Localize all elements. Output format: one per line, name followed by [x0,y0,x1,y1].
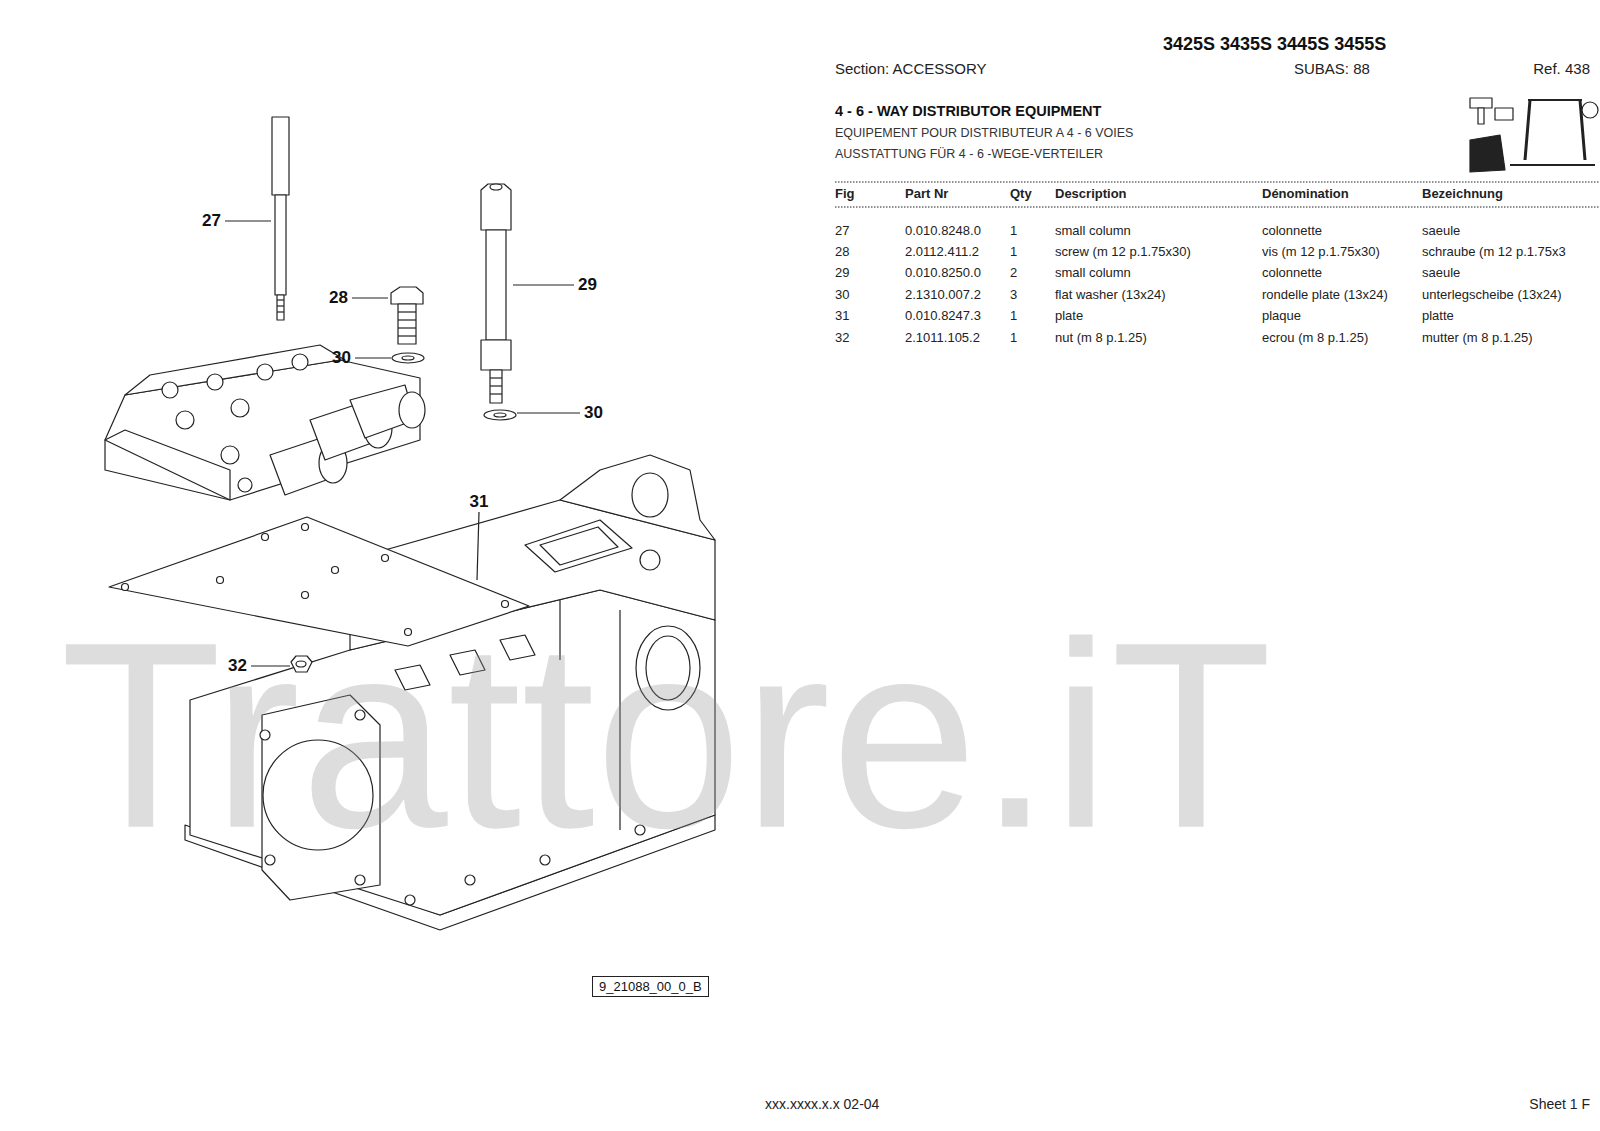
reference-text: Ref. 438 [1533,60,1590,77]
table-cell: unterlegscheibe (13x24) [1422,288,1561,303]
table-header: Dénomination [1262,187,1349,202]
table-cell: small column [1055,224,1131,239]
callout-number: 30 [584,403,603,423]
table-cell: 3 [1010,288,1017,303]
table-cell: platte [1422,309,1454,324]
callout-number: 30 [332,348,351,368]
table-cell: 2.1011.105.2 [905,331,980,346]
table-cell: 1 [1010,309,1017,324]
table-cell: mutter (m 8 p.1.25) [1422,331,1533,346]
table-header: Description [1055,187,1127,202]
table-cell: 0.010.8247.3 [905,309,981,324]
table-cell: small column [1055,266,1131,281]
sheet-number: Sheet 1 F [1529,1096,1590,1112]
callout-number: 31 [470,492,489,512]
table-cell: 2.1310.007.2 [905,288,981,303]
table-cell: 31 [835,309,849,324]
table-cell: schraube (m 12 p.1.75x3 [1422,245,1566,260]
table-cell: colonnette [1262,266,1322,281]
watermark: Trattore.iT [60,583,1272,888]
table-header: Bezeichnung [1422,187,1503,202]
drawing-number-box: 9_21088_00_0_B [592,976,709,997]
table-cell: 2.0112.411.2 [905,245,979,260]
footer-text: xxx.xxxx.x.x 02-04 [765,1096,879,1112]
table-cell: screw (m 12 p.1.75x30) [1055,245,1191,260]
subtitle-text: AUSSTATTUNG FÜR 4 - 6 -WEGE-VERTEILER [835,147,1103,161]
table-cell: 0.010.8248.0 [905,224,981,239]
model-heading: 3425S 3435S 3445S 3455S [1163,34,1386,55]
table-header: Fig [835,187,855,202]
table-cell: 32 [835,331,849,346]
table-header: Part Nr [905,187,948,202]
table-cell: 29 [835,266,849,281]
table-cell: 0.010.8250.0 [905,266,981,281]
table-cell: ecrou (m 8 p.1.25) [1262,331,1368,346]
table-header: Qty [1010,187,1032,202]
table-cell: saeule [1422,224,1460,239]
table-cell: 1 [1010,224,1017,239]
callout-number: 29 [578,275,597,295]
subassembly-text: SUBAS: 88 [1294,60,1370,77]
table-cell: saeule [1422,266,1460,281]
table-cell: 27 [835,224,849,239]
callout-number: 28 [329,288,348,308]
table-cell: plate [1055,309,1083,324]
sheet-title: 4 - 6 - WAY DISTRIBUTOR EQUIPMENT [835,103,1101,120]
table-cell: 1 [1010,245,1017,260]
table-cell: colonnette [1262,224,1322,239]
section-text: Section: ACCESSORY [835,60,986,77]
table-cell: 1 [1010,331,1017,346]
table-cell: vis (m 12 p.1.75x30) [1262,245,1380,260]
table-cell: plaque [1262,309,1301,324]
table-cell: 30 [835,288,849,303]
subtitle-text: EQUIPEMENT POUR DISTRIBUTEUR A 4 - 6 VOI… [835,126,1133,140]
table-cell: 28 [835,245,849,260]
callout-number: 27 [202,211,221,231]
table-cell: flat washer (13x24) [1055,288,1166,303]
table-cell: nut (m 8 p.1.25) [1055,331,1147,346]
table-cell: rondelle plate (13x24) [1262,288,1388,303]
table-cell: 2 [1010,266,1017,281]
drawing-number: 9_21088_00_0_B [599,980,702,995]
